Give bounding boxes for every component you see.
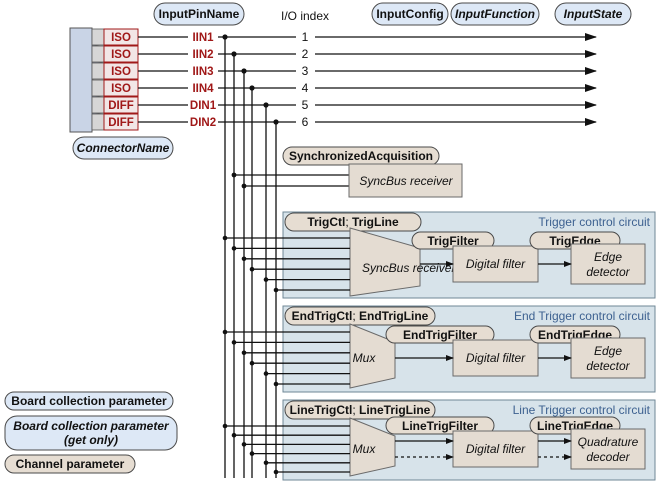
pin-name: DIN1 — [190, 100, 217, 112]
pin-row-iin4: IIN4 4 — [138, 81, 597, 95]
svg-text:SynchronizedAcquisition: SynchronizedAcquisition — [289, 149, 433, 163]
svg-text:EndTrigFilter: EndTrigFilter — [403, 328, 477, 342]
junction-dot — [241, 68, 247, 74]
junction-dot — [273, 119, 279, 125]
input-config-6: DIFF — [91, 113, 139, 131]
svg-text:decoder: decoder — [586, 450, 630, 464]
ctl-line-param: EndTrigCtl; EndTrigLine — [284, 306, 436, 326]
filter-param: LineTrigFilter — [385, 416, 495, 435]
svg-text:Channel parameter: Channel parameter — [16, 457, 125, 471]
io-index: 1 — [302, 30, 309, 44]
svg-text:Edge: Edge — [594, 250, 622, 264]
svg-text:DIFF: DIFF — [108, 117, 134, 129]
line-trigger-panel: Line Trigger control circuit LineTrigCtl;… — [222, 399, 656, 481]
input-config-header: InputConfig — [371, 2, 449, 26]
filter-param: TrigFilter — [411, 231, 495, 250]
svg-text:ConnectorName: ConnectorName — [77, 141, 170, 155]
junction-dot — [222, 34, 228, 40]
svg-text:ISO: ISO — [111, 49, 131, 61]
pin-row-din2: DIN2 6 — [138, 115, 597, 129]
io-index: 2 — [302, 47, 309, 61]
end-trigger-panel: End Trigger control circuit EndTrigCtl; E… — [222, 305, 656, 393]
svg-text:TrigFilter: TrigFilter — [427, 234, 479, 248]
svg-text:Digital filter: Digital filter — [466, 351, 526, 365]
pin-name: IIN2 — [192, 49, 213, 61]
svg-text:SyncBus receiver: SyncBus receiver — [362, 261, 456, 275]
svg-text:(get only): (get only) — [64, 433, 118, 447]
pin-row-iin1: IIN1 1 — [138, 30, 597, 44]
trigger-panel: Trigger control circuit TrigCtl; TrigLine… — [222, 211, 656, 299]
svg-text:InputFunction: InputFunction — [455, 7, 535, 21]
input-config-5: DIFF — [91, 96, 139, 114]
filter-param: EndTrigFilter — [385, 325, 495, 344]
input-pin-name-header: InputPinName — [153, 2, 245, 26]
svg-text:Mux: Mux — [353, 351, 377, 365]
svg-text:Digital filter: Digital filter — [466, 257, 526, 271]
svg-text:detector: detector — [586, 359, 630, 373]
svg-text:Quadrature: Quadrature — [578, 435, 639, 449]
synchronized-acquisition-param: SynchronizedAcquisition — [282, 146, 440, 166]
digital-filter-block: Digital filter — [452, 339, 539, 377]
ctl-line-param: LineTrigCtl; LineTrigLine — [284, 400, 436, 420]
pin-name: IIN3 — [192, 66, 213, 78]
io-index: 6 — [302, 115, 309, 129]
io-index: 5 — [302, 98, 309, 112]
svg-text:TrigCtl; TrigLine: TrigCtl; TrigLine — [307, 215, 399, 229]
svg-text:LineTrigCtl; LineTrigLine: LineTrigCtl; LineTrigLine — [290, 403, 431, 417]
legend-board-param-get-only: Board collection parameter (get only) — [4, 415, 178, 451]
svg-text:detector: detector — [586, 265, 630, 279]
junction-dot — [263, 102, 269, 108]
mux-block: Mux — [349, 323, 396, 389]
input-state-header: InputState — [554, 2, 632, 26]
mux-block: Mux — [349, 417, 396, 477]
svg-text:EndTrigCtl; EndTrigLine: EndTrigCtl; EndTrigLine — [292, 309, 429, 323]
pin-row-iin3: IIN3 3 — [138, 64, 597, 78]
svg-text:DIFF: DIFF — [108, 100, 134, 112]
svg-text:LineTrigFilter: LineTrigFilter — [402, 419, 478, 433]
input-config-4: ISO — [91, 79, 139, 97]
svg-text:Board collection parameter: Board collection parameter — [11, 394, 167, 408]
circuit-title: Trigger control circuit — [538, 215, 650, 229]
sync-bus-receiver-block: SyncBus receiver — [348, 163, 463, 198]
svg-text:Mux: Mux — [353, 442, 377, 456]
svg-text:Board collection parameter: Board collection parameter — [13, 419, 170, 433]
junction-dot — [231, 51, 237, 57]
pin-row-din1: DIN1 5 — [138, 98, 597, 112]
svg-text:SyncBus receiver: SyncBus receiver — [359, 174, 453, 188]
digital-filter-block: Digital filter — [452, 245, 539, 283]
svg-text:InputState: InputState — [564, 7, 623, 21]
svg-text:Edge: Edge — [594, 344, 622, 358]
io-index-header: I/O index — [281, 9, 329, 23]
circuit-title: End Trigger control circuit — [514, 309, 651, 323]
pin-name: IIN1 — [192, 32, 214, 44]
svg-text:ISO: ISO — [111, 32, 131, 44]
input-config-1: ISO — [91, 28, 139, 46]
svg-text:InputPinName: InputPinName — [159, 7, 240, 21]
input-config-3: ISO — [91, 62, 139, 80]
connector-name-label: ConnectorName — [72, 136, 174, 160]
io-index: 4 — [302, 81, 309, 95]
svg-text:Digital filter: Digital filter — [466, 442, 526, 456]
svg-text:InputConfig: InputConfig — [376, 7, 443, 21]
io-index: 3 — [302, 64, 309, 78]
pin-name: DIN2 — [190, 117, 216, 129]
digital-filter-block: Digital filter — [452, 430, 539, 468]
pin-name: IIN4 — [192, 83, 214, 95]
pin-row-iin2: IIN2 2 — [138, 47, 597, 61]
ctl-line-param: TrigCtl; TrigLine — [284, 212, 422, 232]
input-function-header: InputFunction — [450, 2, 540, 26]
legend-channel-param: Channel parameter — [4, 454, 136, 474]
circuit-title: Line Trigger control circuit — [513, 403, 651, 417]
input-config-2: ISO — [91, 45, 139, 63]
junction-dot — [249, 85, 255, 91]
legend-board-param: Board collection parameter — [4, 391, 174, 411]
svg-text:ISO: ISO — [111, 83, 131, 95]
svg-text:ISO: ISO — [111, 66, 131, 78]
